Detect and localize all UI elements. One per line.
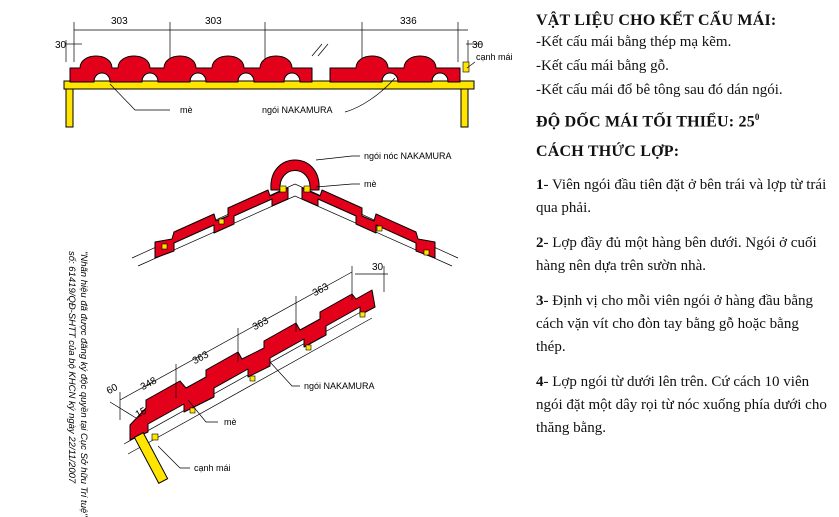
slope-eave-bracket <box>133 432 169 484</box>
trademark-note-line-1: "Nhãn hiệu đã được đăng ký độc quyền tại… <box>78 251 89 517</box>
step-3-text: - Định vị cho mỗi viên ngói ở hàng đầu b… <box>536 293 814 356</box>
step-1-number: 1 <box>536 177 544 194</box>
step-3: 3- Định vị cho mỗi viên ngói ở hàng đầu … <box>536 290 832 359</box>
step-2: 2- Lợp đầy đủ một hàng bên dưới. Ngói ở … <box>536 232 832 278</box>
roof-tiling-diagram: 303 303 336 30 30 mè ngói NAKAMURA cạnh … <box>55 16 513 484</box>
slope-label-edge: cạnh mái <box>194 463 231 473</box>
material-item-3: -Kết cấu mái đổ bê tông sau đó dán ngói. <box>536 82 783 98</box>
ridge-view: ngói nóc NAKAMURA mè <box>131 151 459 267</box>
top-label-edge: cạnh mái <box>476 52 513 62</box>
slope-tiles <box>129 289 376 441</box>
wave-tiles-left <box>69 55 313 83</box>
ridge-label-cap: ngói nóc NAKAMURA <box>364 151 452 161</box>
slope-dim-60: 60 <box>105 382 120 397</box>
step-4: 4- Lợp ngói từ dưới lên trên. Cứ cách 10… <box>536 371 832 440</box>
dim-303-a: 303 <box>111 16 128 27</box>
dim-303-b: 303 <box>205 16 222 27</box>
step-2-number: 2 <box>536 235 544 252</box>
step-1-text: - Viên ngói đầu tiên đặt ở bên trái và l… <box>536 177 827 217</box>
trademark-note-line-2: số: 61419/QĐ-SHTT của bộ KHCN ký ngày 22… <box>66 251 77 484</box>
trademark-note: "Nhãn hiệu đã được đăng ký độc quyền tại… <box>65 251 89 517</box>
step-4-text: - Lợp ngói từ dưới lên trên. Cứ cách 10 … <box>536 374 827 437</box>
method-title: CÁCH THỨC LỢP: <box>536 143 680 161</box>
dim-336: 336 <box>400 16 417 27</box>
step-2-text: - Lợp đầy đủ một hàng bên dưới. Ngói ở c… <box>536 235 817 275</box>
dim-30-right: 30 <box>472 40 484 51</box>
slope-dim-30: 30 <box>372 262 384 273</box>
slope-dim-363-low: 363 <box>191 349 211 367</box>
slope-dim-363-top: 363 <box>311 281 331 299</box>
ridge-right-tiles <box>301 187 436 259</box>
top-post-left <box>65 88 74 128</box>
slope-view: 30 363 363 363 348 60 15 ngói NAKAMURA m… <box>105 262 388 484</box>
min-slope-text: ĐỘ DỐC MÁI TỐI THIỂU: 25 <box>536 113 755 131</box>
step-1: 1- Viên ngói đầu tiên đặt ở bên trái và … <box>536 174 832 220</box>
top-label-tile: ngói NAKAMURA <box>262 105 333 115</box>
materials-title: VẬT LIỆU CHO KẾT CẤU MÁI: <box>536 12 777 29</box>
slope-label-tile: ngói NAKAMURA <box>304 381 375 391</box>
top-view: 303 303 336 30 30 mè ngói NAKAMURA cạnh … <box>55 16 513 128</box>
instructions-panel: VẬT LIỆU CHO KẾT CẤU MÁI: -Kết cấu mái b… <box>536 12 832 440</box>
material-item-1: -Kết cấu mái bằng thép mạ kẽm. <box>536 34 732 50</box>
wave-tiles-right <box>329 55 461 83</box>
step-4-number: 4 <box>536 374 544 391</box>
slope-dim-348: 348 <box>139 375 159 393</box>
slope-dim-15: 15 <box>134 405 149 420</box>
top-post-right <box>460 88 469 128</box>
ridge-cap-tile <box>270 159 320 191</box>
step-3-number: 3 <box>536 293 544 310</box>
dim-30-left: 30 <box>55 40 67 51</box>
top-label-mortar: mè <box>180 105 193 115</box>
min-slope-title: ĐỘ DỐC MÁI TỐI THIỂU: 250 <box>536 112 832 131</box>
slope-label-mortar: mè <box>224 417 237 427</box>
ridge-label-mortar: mè <box>364 179 377 189</box>
material-item-2: -Kết cấu mái bằng gỗ. <box>536 58 669 74</box>
min-slope-unit: 0 <box>754 112 760 122</box>
slope-dim-363-mid: 363 <box>251 315 271 333</box>
